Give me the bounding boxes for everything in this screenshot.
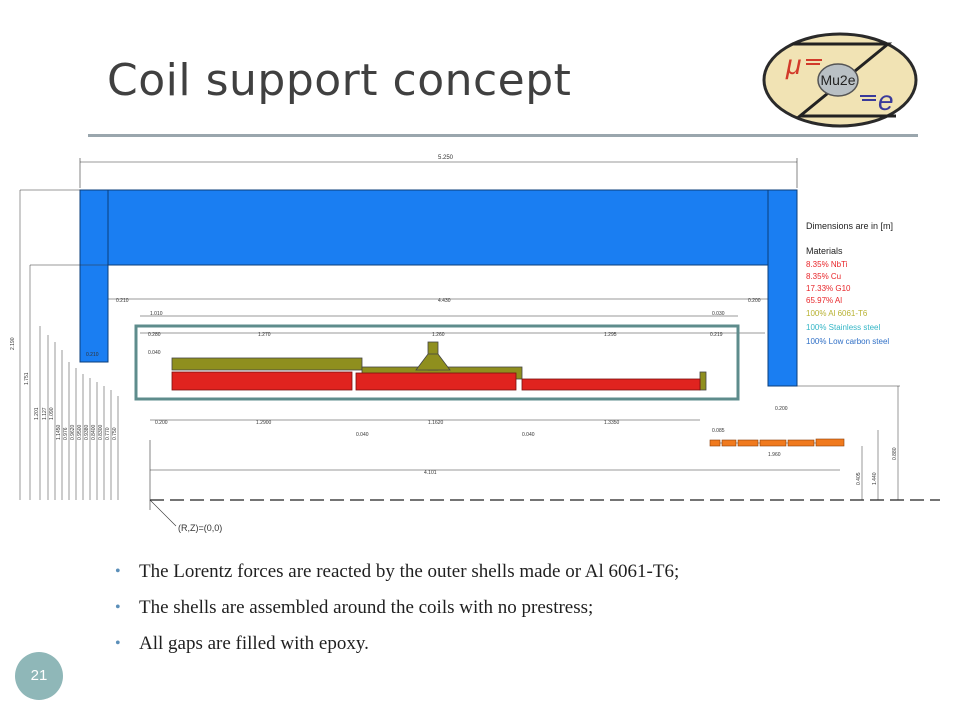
vdim-13: 0.770 [105, 427, 111, 440]
legend-item-stainless: 100% Stainless steel [806, 323, 880, 332]
logo-mu: μ [785, 49, 801, 80]
dim-left-leg: 0.210 [86, 352, 99, 358]
logo-e: e [878, 85, 894, 116]
dim-small-span: 1.960 [768, 452, 781, 458]
legend-item-cu: 8.35% Cu [806, 272, 841, 281]
legend-materials-title: Materials [806, 246, 843, 256]
vdim-4: 1.127 [42, 407, 48, 420]
vdim-11: 0.8400 [91, 424, 97, 440]
logo-text: Mu2e [820, 72, 855, 88]
vdim-5: 1.090 [49, 407, 55, 420]
page-number-badge: 21 [15, 652, 63, 700]
logo-trails [806, 59, 876, 101]
dim-shell-left: 1.010 [150, 311, 163, 317]
yoke-right-leg [767, 189, 798, 387]
bullet-text: All gaps are filled with epoxy. [139, 633, 369, 654]
legend-item-al6061: 100% Al 6061-T6 [806, 309, 868, 318]
coil-2 [355, 372, 517, 391]
coil-3 [521, 378, 701, 391]
dim-coil2-len: 1.260 [432, 332, 445, 338]
vdim-6: 1.1450 [56, 424, 62, 440]
yoke-left-leg [79, 189, 109, 363]
dim-h3: 0.880 [892, 447, 898, 460]
coil-support-drawing: 5.250 2.190 1. [10, 155, 940, 533]
legend-dimensions-note: Dimensions are in [m] [806, 221, 893, 231]
al-support-base [415, 353, 451, 371]
origin-label: (R,Z)=(0,0) [178, 523, 222, 533]
dim-inner-gap-right: 0.200 [748, 298, 761, 304]
dim-coil3-len: 1.295 [604, 332, 617, 338]
dim-gap1: 0.040 [356, 432, 369, 438]
vdim-8: 0.9620 [70, 424, 76, 440]
right-dimension-lines [797, 385, 900, 500]
bullet-text: The shells are assembled around the coil… [139, 597, 594, 618]
dim-seg3: 1.3350 [604, 420, 620, 426]
vdim-3: 1.201 [34, 407, 40, 420]
legend-item-low-carbon: 100% Low carbon steel [806, 337, 889, 346]
dim-small-part: 0.085 [712, 428, 725, 434]
bullet-item: • The Lorentz forces are reacted by the o… [115, 558, 679, 594]
dim-small-gap: 0.040 [148, 350, 161, 356]
bullet-dot-icon: • [115, 599, 121, 616]
bullet-dot-icon: • [115, 635, 121, 652]
bullet-text: The Lorentz forces are reacted by the ou… [139, 561, 680, 582]
mu2e-logo: Mu2e μ e [762, 32, 918, 128]
al-end-flange [699, 371, 707, 391]
dim-h2: 1.440 [872, 472, 878, 485]
dim-right-leg: 0.200 [775, 406, 788, 412]
dim-h1: 0.405 [856, 472, 862, 485]
dim-inner-length: 4.430 [438, 298, 451, 304]
dim-inner-gap-left: 0.210 [116, 298, 129, 304]
dimension-lines [79, 158, 840, 471]
origin-leader [149, 499, 177, 527]
dim-seg1: 1.2900 [256, 420, 272, 426]
legend-item-nbti: 8.35% NbTi [806, 260, 848, 269]
vdim-9: 0.9500 [77, 424, 83, 440]
dim-coil1-offset: 0.280 [148, 332, 161, 338]
bullet-dot-icon: • [115, 563, 121, 580]
dim-shell-right: 0.030 [712, 311, 725, 317]
slide-title: Coil support concept [107, 55, 572, 106]
bullet-item: • The shells are assembled around the coi… [115, 594, 679, 630]
vdim-1: 2.190 [10, 337, 16, 350]
dim-seg2: 1.1620 [428, 420, 444, 426]
outer-coil-segments [709, 438, 845, 447]
legend-item-al: 65.97% Al [806, 296, 842, 305]
dim-end-gap: 0.219 [710, 332, 723, 338]
logo-sphere [817, 63, 859, 97]
dim-coil1-len: 1.270 [258, 332, 271, 338]
vdim-7: 0.976 [63, 427, 69, 440]
dim-overall-width: 5.250 [438, 155, 454, 161]
title-underline [88, 134, 918, 137]
dim-bottom-left: 0.200 [155, 420, 168, 426]
bullet-item: • All gaps are filled with epoxy. [115, 630, 679, 666]
vdim-12: 0.8300 [98, 424, 104, 440]
al-shell-left [171, 357, 363, 371]
coil-1 [171, 371, 353, 391]
bullet-list: • The Lorentz forces are reacted by the o… [115, 558, 679, 666]
vertical-dimension-ladder [19, 189, 119, 500]
dim-gap2: 0.040 [522, 432, 535, 438]
vdim-14: 0.750 [112, 427, 118, 440]
stainless-shell [134, 324, 740, 401]
dim-bottom-span: 4.101 [424, 470, 437, 476]
yoke-top-plate [79, 189, 798, 266]
vdim-2: 1.751 [24, 372, 30, 385]
legend-item-g10: 17.33% G10 [806, 284, 851, 293]
vdim-10: 0.9380 [84, 424, 90, 440]
